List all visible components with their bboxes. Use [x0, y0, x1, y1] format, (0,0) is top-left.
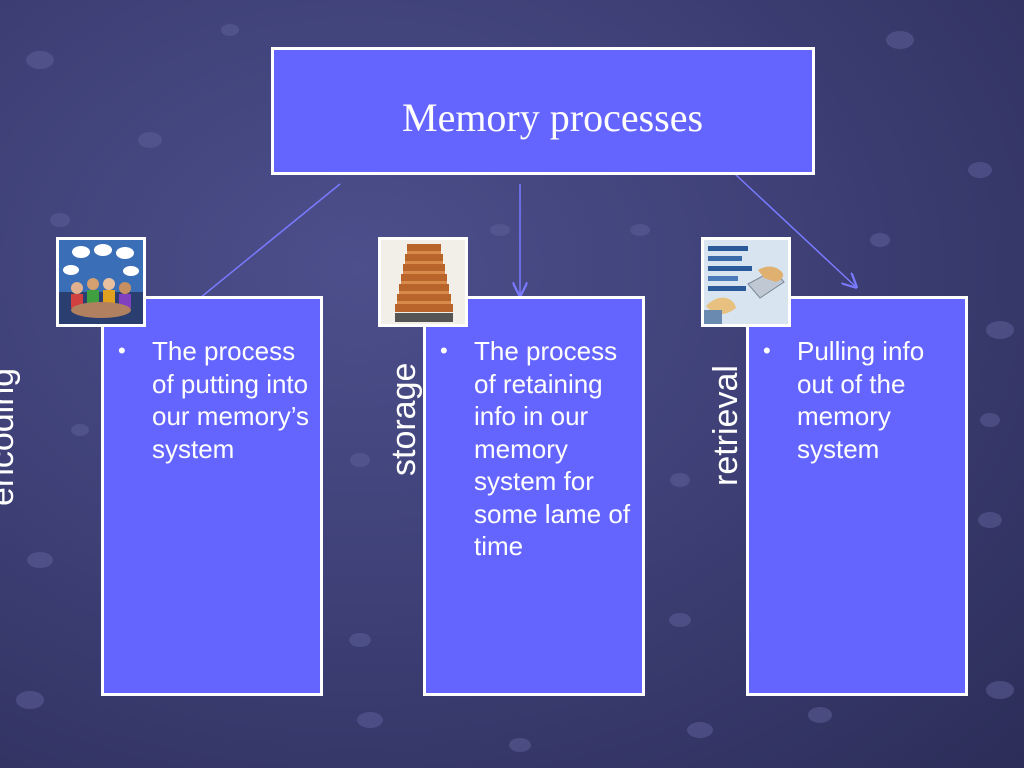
encoding-label: encoding	[0, 367, 21, 506]
staircase-icon	[381, 240, 465, 324]
retrieval-image	[701, 237, 791, 327]
connector-encoding	[199, 183, 341, 299]
storage-label: storage	[385, 362, 423, 476]
people-meeting-icon	[59, 240, 143, 324]
bullet-icon: •	[118, 338, 126, 363]
bullet-icon: •	[763, 338, 771, 363]
encoding-description: • The process of putting into our memory…	[118, 335, 310, 465]
storage-description: • The process of retaining info in our m…	[440, 335, 632, 563]
connector-retrieval	[734, 173, 855, 286]
retrieval-card: • Pulling info out of the memory system	[746, 296, 968, 696]
encoding-image	[56, 237, 146, 327]
storage-text: The process of retaining info in our mem…	[474, 336, 631, 561]
encoding-card: • The process of putting into our memory…	[101, 296, 323, 696]
retrieval-text: Pulling info out of the memory system	[797, 336, 925, 464]
storage-image	[378, 237, 468, 327]
diagram-title: Memory processes	[402, 95, 704, 140]
hand-card-icon	[704, 240, 788, 324]
retrieval-description: • Pulling info out of the memory system	[763, 335, 955, 465]
storage-card: • The process of retaining info in our m…	[423, 296, 645, 696]
title-box: Memory processes	[271, 47, 815, 175]
bullet-icon: •	[440, 338, 448, 363]
retrieval-label: retrieval	[707, 365, 745, 486]
encoding-text: The process of putting into our memory’s…	[152, 336, 310, 464]
